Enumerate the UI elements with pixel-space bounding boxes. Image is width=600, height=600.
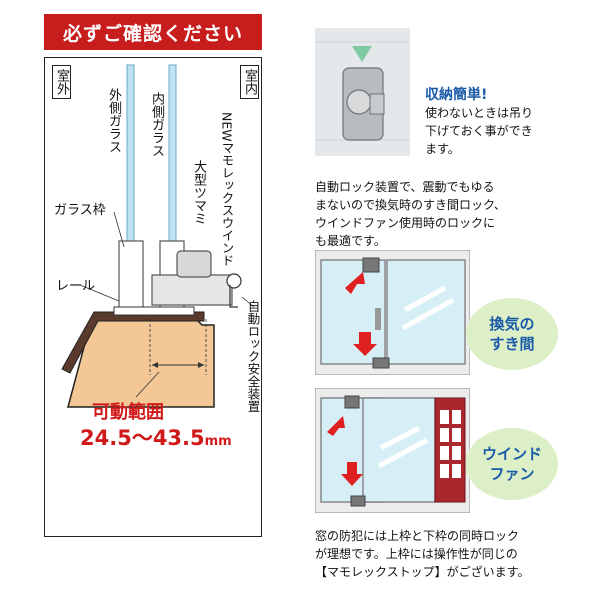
- product-name-label: NEWマモレックスウインド: [219, 112, 235, 267]
- rail-track: [113, 306, 195, 316]
- security-note-line-3: 【マモレックストップ】がございます。: [315, 565, 530, 579]
- lock-device-body: [151, 274, 233, 306]
- indoor-label: 室内: [240, 65, 259, 99]
- auto-lock-line-4: も最適です。: [315, 234, 386, 248]
- auto-lock-description: 自動ロック装置で、震動でもゆる まないので換気時のすき間ロック、 ウインドファン…: [315, 178, 506, 250]
- auto-lock-label: 自動ロック安全装置: [245, 300, 261, 413]
- storage-line-1: 使わないときは吊り: [425, 106, 534, 120]
- rail-edge: [61, 311, 205, 374]
- top-lock-device: [344, 395, 360, 409]
- up-arrow-icon: [327, 416, 345, 436]
- movable-range-title: 可動範囲: [92, 402, 164, 423]
- down-arrow-icon: [341, 462, 363, 486]
- up-arrow-icon: [345, 272, 365, 294]
- storage-title: 収納簡単!: [425, 87, 488, 103]
- outer-glass-label: 外側ガラス: [106, 88, 121, 153]
- auto-lock-line-1: 自動ロック装置で、震動でもゆる: [315, 180, 495, 194]
- storage-line-3: ます。: [425, 142, 460, 156]
- window-fan-line-2: ファン: [489, 465, 535, 483]
- hanging-hook-icon: [352, 46, 372, 62]
- ventilation-gap-bubble: 換気の すき間: [466, 298, 558, 370]
- window-fan-illustration: [315, 388, 470, 513]
- window-fan-line-1: ウインド: [481, 445, 542, 463]
- window-fan-bubble: ウインド ファン: [466, 428, 558, 500]
- ventilation-line-2: すき間: [489, 335, 535, 353]
- movable-range-value: 24.5～43.5mm: [80, 422, 232, 452]
- auto-lock-latch: [226, 273, 242, 289]
- top-lock-device: [362, 257, 380, 273]
- down-arrow-icon: [353, 332, 377, 356]
- rail-label: レール: [56, 279, 96, 294]
- storage-line-2: 下げておく事ができ: [425, 124, 533, 138]
- outdoor-label: 室外: [52, 65, 71, 99]
- range-unit: mm: [204, 434, 232, 449]
- glass-frame-label: ガラス枠: [54, 203, 106, 218]
- security-note-line-2: が理想です。上枠には操作性が同じの: [315, 547, 518, 561]
- storage-description: 使わないときは吊り 下げておく事ができ ます。: [425, 104, 533, 158]
- notice-banner: 必ずご確認ください: [44, 14, 262, 50]
- ventilation-line-1: 換気の: [489, 315, 535, 333]
- outer-glass-frame: [118, 240, 144, 312]
- auto-lock-line-2: まないので換気時のすき間ロック、: [315, 198, 506, 212]
- inner-glass-label: 内側ガラス: [149, 92, 164, 157]
- big-knob-label: 大型ツマミ: [191, 160, 206, 225]
- auto-lock-line-3: ウインドファン使用時のロックに: [315, 216, 496, 230]
- bottom-lock-device: [350, 495, 366, 507]
- bottom-lock-device: [372, 357, 390, 369]
- product-photo: [315, 28, 410, 156]
- security-note-line-1: 窓の防犯には上枠と下枠の同時ロック: [315, 529, 520, 543]
- diagram-drawing: [61, 64, 255, 408]
- big-knob-shape: [176, 250, 212, 278]
- security-note: 窓の防犯には上枠と下枠の同時ロック が理想です。上枠には操作性が同じの 【マモレ…: [315, 527, 529, 581]
- ventilation-window-illustration: [315, 250, 470, 375]
- range-number: 24.5～43.5: [80, 426, 205, 450]
